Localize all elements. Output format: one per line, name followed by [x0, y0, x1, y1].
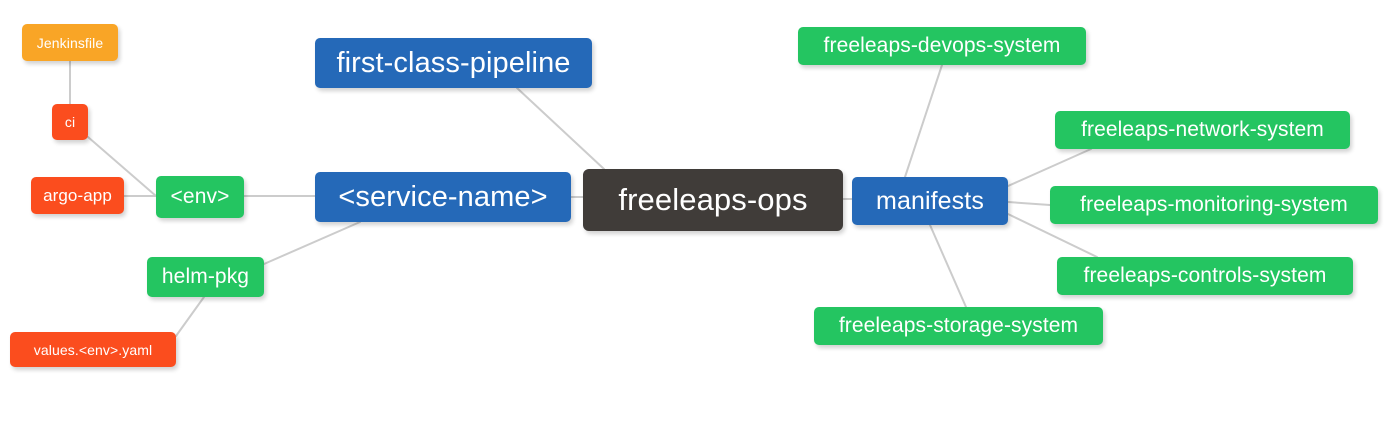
mindmap-node-root[interactable]: freeleaps-ops	[583, 169, 843, 231]
node-label: helm-pkg	[161, 265, 250, 288]
mindmap-node-network-sys[interactable]: freeleaps-network-system	[1055, 111, 1350, 149]
edge-first-class-to-root	[516, 87, 605, 170]
node-label: freeleaps-storage-system	[838, 314, 1079, 337]
edge-manifests-to-storage-sys	[929, 224, 967, 308]
node-label: <service-name>	[338, 180, 548, 213]
edge-manifests-to-devops-sys	[904, 64, 943, 178]
node-label: first-class-pipeline	[336, 46, 571, 79]
edge-manifests-to-network-sys	[1007, 148, 1092, 187]
node-label: argo-app	[43, 185, 112, 205]
node-label: freeleaps-controls-system	[1083, 264, 1327, 287]
node-label: freeleaps-monitoring-system	[1080, 193, 1348, 216]
mindmap-node-argo-app[interactable]: argo-app	[31, 177, 124, 214]
node-label: freeleaps-network-system	[1081, 118, 1324, 141]
mindmap-node-first-class[interactable]: first-class-pipeline	[315, 38, 592, 88]
mindmap-node-values-yaml[interactable]: values.<env>.yaml	[10, 332, 176, 367]
mindmap-node-helm-pkg[interactable]: helm-pkg	[147, 257, 264, 297]
mindmap-node-devops-sys[interactable]: freeleaps-devops-system	[798, 27, 1086, 65]
mindmap-node-service-name[interactable]: <service-name>	[315, 172, 571, 222]
node-label: <env>	[170, 185, 230, 208]
node-label: Jenkinsfile	[36, 34, 104, 51]
node-label: values.<env>.yaml	[33, 341, 153, 358]
mindmap-node-jenkinsfile[interactable]: Jenkinsfile	[22, 24, 118, 61]
mindmap-node-manifests[interactable]: manifests	[852, 177, 1008, 225]
edge-values-yaml-to-helm-pkg	[175, 296, 205, 337]
node-label: manifests	[876, 186, 984, 215]
mindmap-node-monitoring-sys[interactable]: freeleaps-monitoring-system	[1050, 186, 1378, 224]
mindmap-node-env[interactable]: <env>	[156, 176, 244, 218]
node-label: freeleaps-ops	[618, 182, 808, 217]
node-label: ci	[64, 114, 76, 130]
mindmap-node-controls-sys[interactable]: freeleaps-controls-system	[1057, 257, 1353, 295]
mindmap-node-storage-sys[interactable]: freeleaps-storage-system	[814, 307, 1103, 345]
edge-manifests-to-monitoring-sys	[1007, 201, 1051, 206]
edge-helm-pkg-to-service-name	[263, 221, 361, 265]
mindmap-node-ci[interactable]: ci	[52, 104, 88, 140]
node-label: freeleaps-devops-system	[823, 34, 1061, 57]
